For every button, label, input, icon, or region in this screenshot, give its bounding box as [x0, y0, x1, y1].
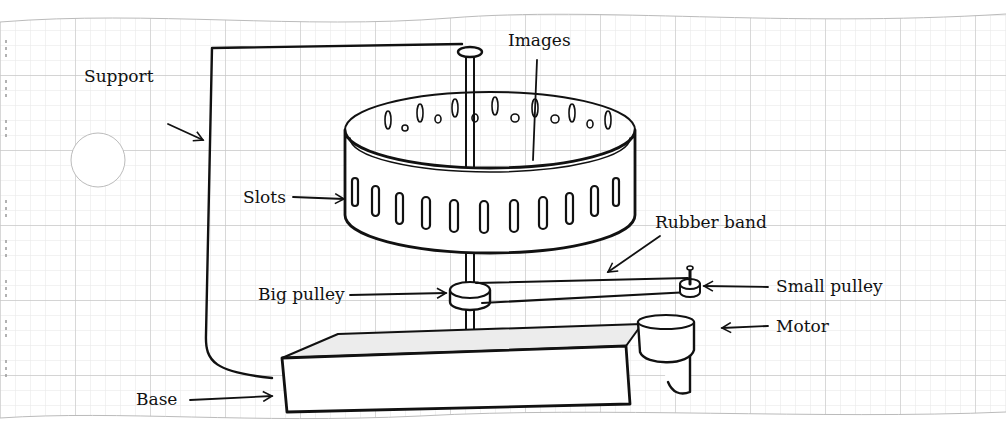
part-label: Big pulley: [258, 284, 345, 304]
small-pulley: [680, 266, 700, 297]
big-pulley: [450, 282, 490, 310]
part-label: Support: [84, 66, 154, 86]
part-label: Rubber band: [655, 212, 767, 232]
part-label: Motor: [776, 316, 829, 336]
part-label: Slots: [243, 187, 286, 207]
leader-arrows: [168, 60, 768, 400]
drum-images: [385, 97, 611, 131]
rubber-band: [476, 278, 690, 303]
base-block: [282, 322, 690, 412]
shaft-top: [458, 47, 482, 57]
drum-slots: [352, 178, 619, 233]
part-label: Base: [136, 389, 177, 409]
part-label: Small pulley: [776, 276, 883, 296]
drum: [345, 92, 635, 253]
part-label: Images: [508, 30, 571, 50]
motor: [638, 315, 694, 362]
